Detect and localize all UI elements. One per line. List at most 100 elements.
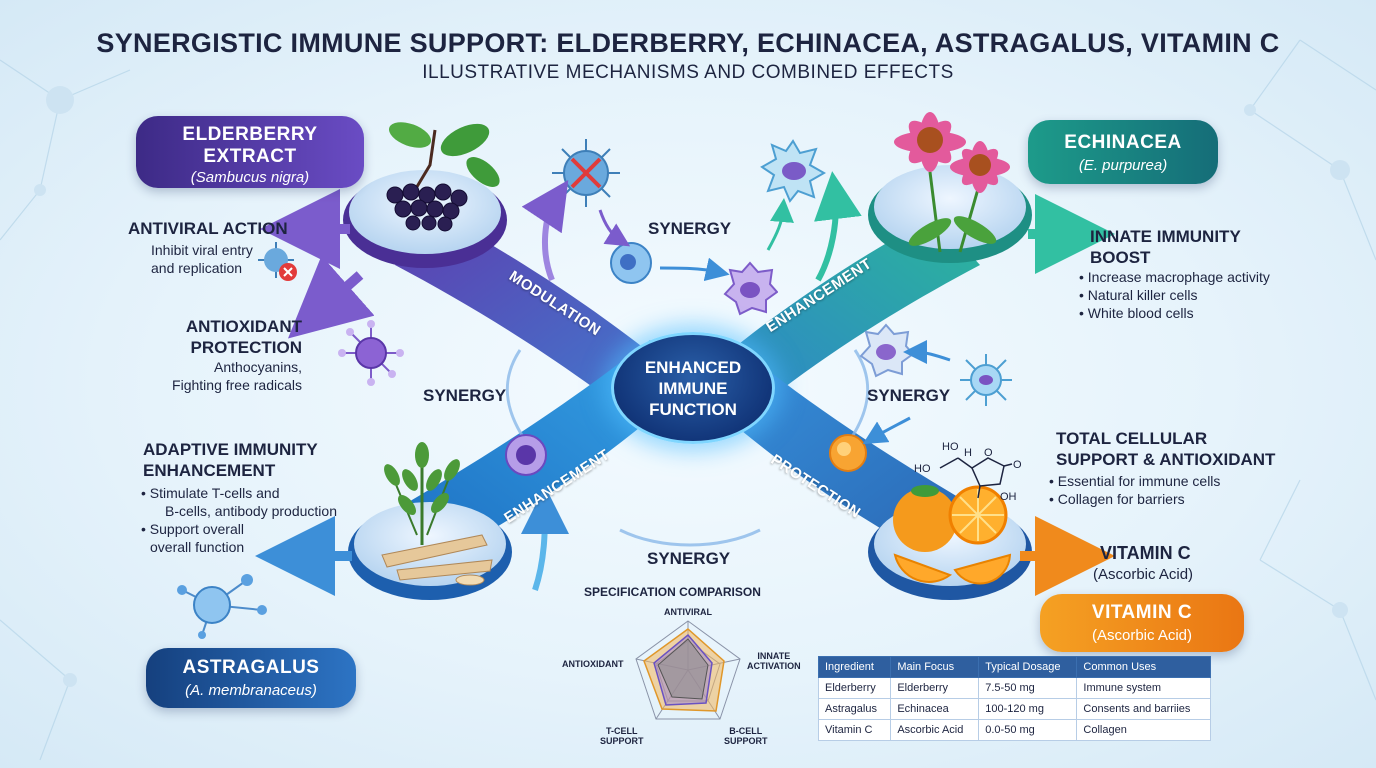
page-title: SYNERGISTIC IMMUNE SUPPORT: ELDERBERRY, …	[96, 28, 1280, 58]
antiviral-body: Inhibit viral entry and replication	[151, 241, 253, 277]
nk-cell-icon	[859, 323, 914, 378]
radar-axis-antiviral: ANTIVIRAL	[664, 607, 712, 617]
radar-bcell-line2: SUPPORT	[724, 736, 768, 746]
antioxidant-heading-line1: ANTIOXIDANT	[185, 317, 302, 336]
adaptive-item-4: overall function	[150, 539, 245, 555]
antiviral-body-line1: Inhibit viral entry	[151, 242, 253, 258]
adaptive-heading: ADAPTIVE IMMUNITY ENHANCEMENT	[143, 439, 318, 481]
astragalus-latin: (A. membranaceus)	[185, 682, 317, 699]
antioxidant-body-line1: Anthocyanins,	[214, 359, 302, 375]
vitamin-c-banner: VITAMIN C (Ascorbic Acid)	[1040, 594, 1244, 652]
echinacea-banner: ECHINACEA (E. purpurea)	[1028, 120, 1218, 184]
table-header: Typical Dosage	[978, 656, 1078, 678]
antiviral-body-line2: and replication	[151, 260, 243, 276]
antioxidant-heading: ANTIOXIDANT PROTECTION	[182, 316, 302, 358]
radar-bcell-line1: B-CELL	[729, 726, 763, 736]
antiviral-heading: ANTIVIRAL ACTION	[128, 219, 288, 238]
table-cell: Echinacea	[890, 698, 980, 720]
mol-o-ring: O	[984, 447, 993, 459]
radar-tcell-line2: SUPPORT	[600, 736, 644, 746]
purple-cell-icon	[723, 261, 778, 316]
innate-heading-line1: INNATE IMMUNITY	[1090, 227, 1241, 246]
astragalus-title: ASTRAGALUS	[182, 657, 320, 678]
table-cell: Immune system	[1076, 677, 1211, 699]
vitamin-c-banner-latin: (Ascorbic Acid)	[1091, 627, 1193, 644]
adaptive-list: • Stimulate T-cells and B-cells, antibod…	[141, 484, 337, 556]
virus-icon	[552, 139, 620, 207]
table-header-row: Ingredient Main Focus Typical Dosage Com…	[817, 656, 1211, 678]
radar-tcell-line1: T-CELL	[606, 726, 638, 736]
astragalus-illustration	[381, 442, 493, 586]
synergy-label-top: SYNERGY	[648, 219, 732, 238]
hub-line3: FUNCTION	[649, 399, 737, 419]
radar-innate-line2: ACTIVATION	[747, 661, 801, 671]
elderberry-title-line2: EXTRACT	[203, 146, 297, 167]
innate-heading: INNATE IMMUNITY BOOST	[1090, 226, 1241, 268]
table-header: Ingredient	[817, 656, 892, 678]
adaptive-heading-line2: ENHANCEMENT	[143, 461, 276, 480]
cellular-heading: TOTAL CELLULAR SUPPORT & ANTIOXIDANT	[1056, 428, 1275, 470]
table-cell: Ascorbic Acid	[890, 719, 980, 741]
spec-comparison-title: SPECIFICATION COMPARISON	[584, 585, 761, 599]
table-header: Main Focus	[890, 656, 980, 678]
hub-line2: IMMUNE	[658, 378, 728, 398]
table-cell: Elderberry	[817, 677, 892, 699]
radar-axis-antioxidant: ANTIOXIDANT	[562, 659, 624, 669]
ingredient-table: Ingredient Main Focus Typical Dosage Com…	[817, 656, 1211, 741]
table-row: Elderberry Elderberry 7.5-50 mg Immune s…	[817, 677, 1211, 699]
table-cell: 100-120 mg	[978, 698, 1078, 720]
radar-axis-innate: INNATE ACTIVATION	[747, 651, 801, 671]
orange-cell-icon	[829, 434, 867, 472]
list-item: • Support overall	[141, 521, 244, 537]
elderberry-illustration	[386, 122, 500, 232]
antioxidant-body: Anthocyanins, Fighting free radicals	[152, 358, 302, 394]
elderberry-title-line1: ELDERBERRY	[182, 124, 318, 145]
echinacea-illustration	[894, 112, 1010, 253]
orange-illustration	[893, 485, 1012, 585]
list-item: Natural killer cells	[1079, 286, 1270, 304]
ascorbic-acid-molecule: HO HO H O O OH	[914, 441, 1022, 503]
spec-radar-chart	[635, 620, 741, 720]
table-cell: Elderberry	[890, 677, 980, 699]
table-cell: 7.5-50 mg	[978, 677, 1078, 699]
mol-o-keto: O	[1013, 459, 1022, 471]
cellular-heading-line2: SUPPORT & ANTIOXIDANT	[1056, 450, 1276, 469]
list-item: B-cells, antibody production	[141, 502, 337, 520]
astragalus-banner: ASTRAGALUS (A. membranaceus)	[146, 648, 356, 708]
antioxidant-body-line2: Fighting free radicals	[172, 377, 302, 393]
antioxidant-heading-line2: PROTECTION	[190, 338, 302, 357]
innate-list: Increase macrophage activity Natural kil…	[1079, 268, 1270, 322]
t-cell-icon	[505, 434, 547, 476]
b-cell-icon	[610, 242, 652, 284]
vitamin-c-label-title: VITAMIN C	[1100, 543, 1191, 563]
vitamin-c-label-sub: (Ascorbic Acid)	[1093, 566, 1194, 583]
enhanced-immune-function-hub: ENHANCED IMMUNE FUNCTION	[611, 332, 775, 444]
table-cell: Vitamin C	[817, 719, 892, 741]
list-item: Essential for immune cells	[1049, 472, 1221, 490]
synergy-label-left: SYNERGY	[423, 386, 507, 405]
radar-innate-line1: INNATE	[757, 651, 791, 661]
table-cell: Collagen	[1076, 719, 1211, 741]
adaptive-heading-line1: ADAPTIVE IMMUNITY	[143, 440, 318, 459]
dendritic-cell-icon	[960, 354, 1012, 406]
adaptive-item-3: Support overall	[149, 521, 244, 537]
network-molecule-icon	[177, 574, 267, 639]
radar-axis-tcell: T-CELL SUPPORT	[600, 726, 644, 746]
elderberry-latin: (Sambucus nigra)	[190, 169, 310, 186]
innate-heading-line2: BOOST	[1090, 248, 1151, 267]
table-header: Common Uses	[1076, 656, 1211, 678]
page-subtitle: ILLUSTRATIVE MECHANISMS AND COMBINED EFF…	[422, 62, 954, 83]
adaptive-item-1: Stimulate T-cells and	[149, 485, 280, 501]
table-cell: Astragalus	[817, 698, 892, 720]
synergy-label-right: SYNERGY	[867, 386, 951, 405]
list-item: White blood cells	[1079, 304, 1270, 322]
elderberry-banner: ELDERBERRY EXTRACT (Sambucus nigra)	[136, 116, 364, 188]
synergy-label-bottom: SYNERGY	[647, 549, 731, 568]
list-item: overall function	[141, 538, 337, 556]
table-row: Vitamin C Ascorbic Acid 0.0-50 mg Collag…	[817, 719, 1211, 741]
echinacea-latin: (E. purpurea)	[1078, 157, 1168, 174]
echinacea-title: ECHINACEA	[1064, 132, 1182, 153]
mol-oh: OH	[1000, 491, 1017, 503]
table-row: Astragalus Echinacea 100-120 mg Consents…	[817, 698, 1211, 720]
